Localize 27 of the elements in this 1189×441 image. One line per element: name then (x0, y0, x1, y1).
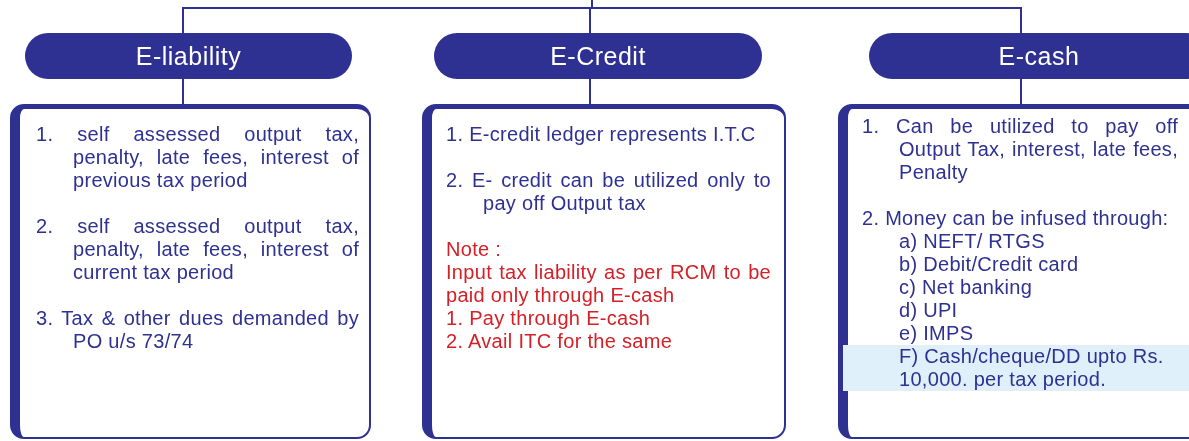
heading-pill: E-liability (25, 33, 352, 79)
content-card (422, 104, 786, 439)
note-text: 1. Pay through E-cash (446, 307, 652, 330)
list-item: 2. E- credit can be utilized only to pay off Output tax (446, 169, 771, 215)
list-item: d) UPI (898, 299, 959, 322)
connector-line (182, 78, 184, 105)
list-item: c) Net banking (898, 276, 1034, 299)
heading-pill: E-Credit (434, 33, 762, 79)
note-text: Note : (446, 238, 503, 261)
note-text: Input tax liability as per RCM to be paid only through E-cash (446, 261, 771, 307)
list-item: e) IMPS (898, 322, 975, 345)
content-card (838, 104, 1189, 439)
list-item: 2. Money can be infused through: (862, 207, 1170, 230)
list-item: 1. Can be utilized to pay off Output Tax, interest, late fees, Penalty (862, 115, 1178, 184)
list-item: 3. Tax & other dues demanded by PO u/s 73/74 (36, 307, 359, 353)
connector-line (589, 78, 591, 105)
list-item: b) Debit/Credit card (898, 253, 1080, 276)
list-item: 1. self assessed output tax, penalty, late fees, interest of previous tax period (36, 123, 359, 192)
connector-line (591, 0, 1022, 34)
content-card (10, 104, 371, 439)
list-item: 1. E-credit ledger represents I.T.C (446, 123, 757, 146)
connector-line (1020, 78, 1022, 105)
heading-pill: E-cash (869, 33, 1189, 79)
highlighted-item: F) Cash/cheque/DD upto Rs. 10,000. per tax period. (843, 345, 1189, 391)
list-item: 2. self assessed output tax, penalty, late fees, interest of current tax period (36, 215, 359, 284)
note-text: 2. Avail ITC for the same (446, 330, 674, 353)
list-item: a) NEFT/ RTGS (898, 230, 1046, 253)
